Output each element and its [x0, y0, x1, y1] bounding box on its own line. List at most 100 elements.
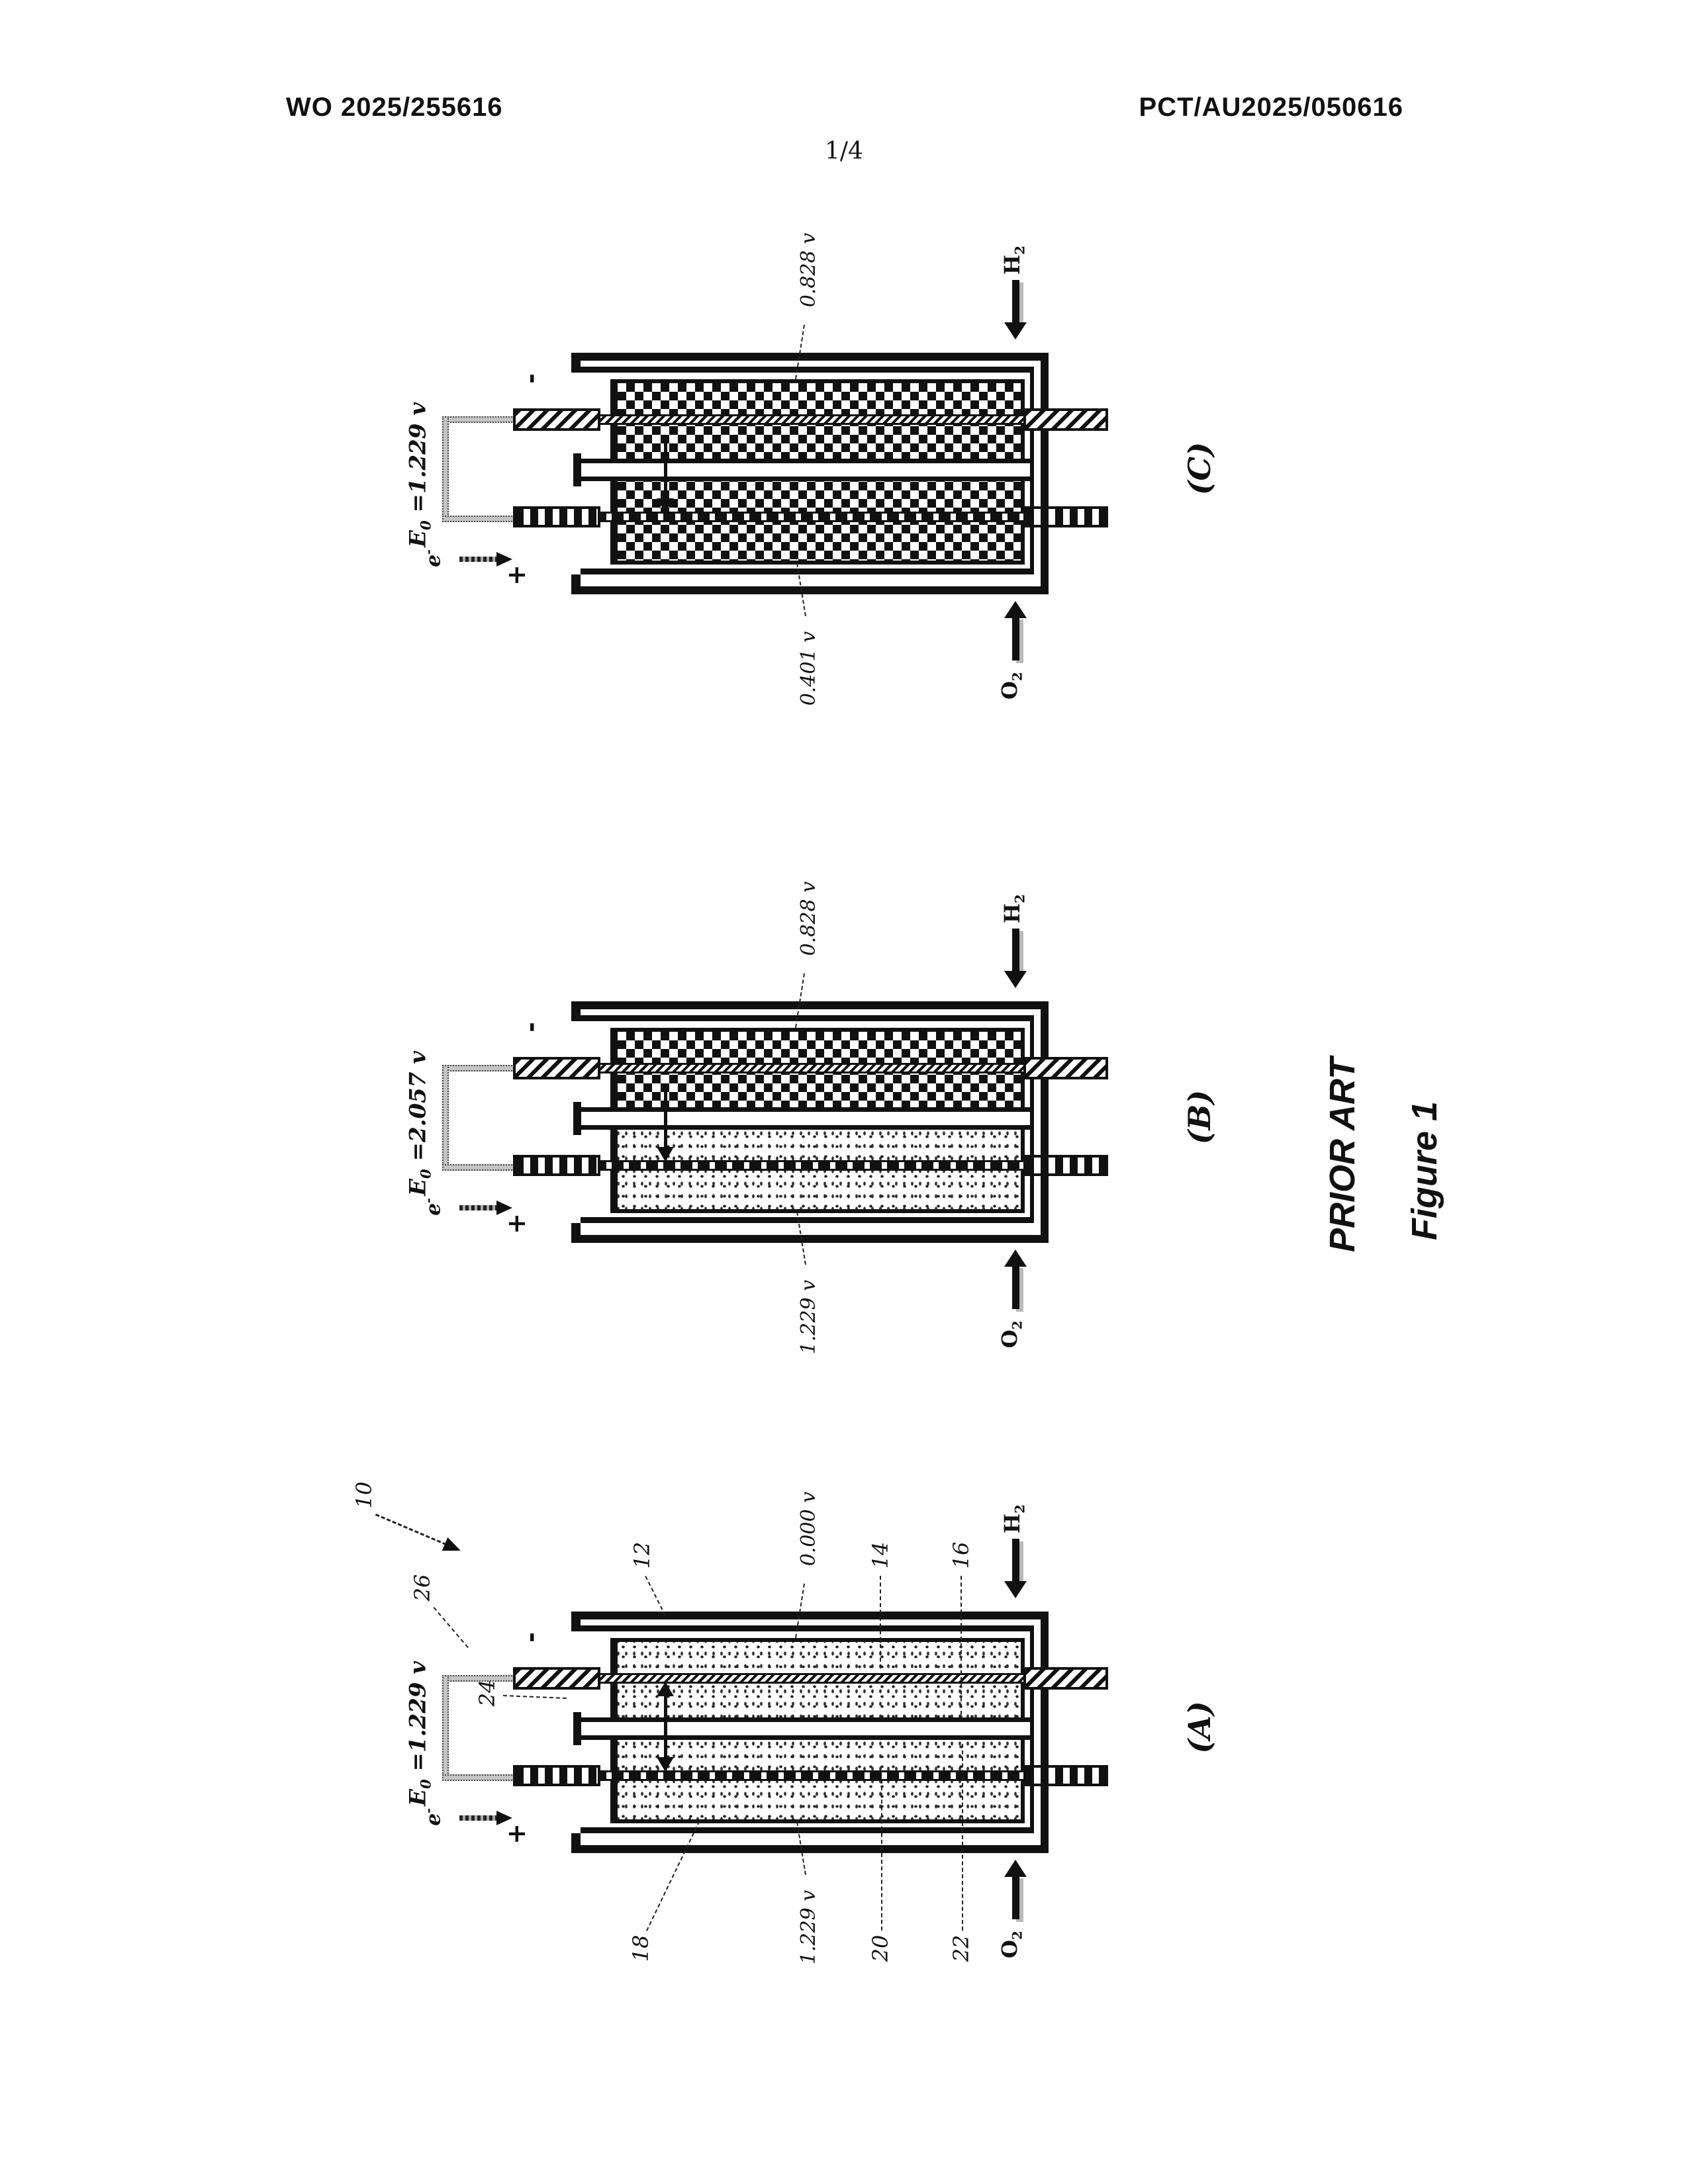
- oxygen-arrow-shaft: [1012, 617, 1019, 660]
- circuit-wire-left: [442, 1675, 449, 1781]
- cell-potential-label: E0 =1.229 v: [404, 402, 434, 547]
- lower-half-cell-voltage: 0.401 v: [797, 631, 820, 706]
- positive-sign: +: [502, 1213, 531, 1234]
- vessel-bottom-wall-cap: [571, 574, 581, 594]
- cathode-plate: [592, 414, 1030, 425]
- circuit-wire-bottom: [442, 516, 515, 522]
- membrane-top-line: [581, 1717, 1030, 1722]
- vessel-top-wall-outer: [571, 1001, 1049, 1009]
- upper-half-cell-voltage: 0.828 v: [797, 881, 820, 956]
- oxygen-arrow-shaft: [1012, 1265, 1019, 1309]
- cathode-plate: [592, 1063, 1030, 1073]
- anode-terminal-right: [1023, 1765, 1108, 1786]
- membrane-bottom-line: [581, 1735, 1030, 1740]
- upper-half-cell-voltage: 0.000 v: [797, 1491, 820, 1567]
- hydrogen-arrow-head: [1004, 971, 1027, 988]
- membrane-top-line: [581, 1107, 1030, 1112]
- cathode-terminal-right: [1023, 1057, 1108, 1079]
- hydrogen-arrow-shaft: [1012, 280, 1019, 324]
- vessel-top-wall-outer: [571, 1612, 1049, 1619]
- upper-half-cell-voltage: 0.828 v: [797, 232, 820, 308]
- ref-12-leader: [645, 1576, 666, 1616]
- electron-arrow-shaft: [459, 557, 496, 562]
- hydrogen-arrow-head: [1004, 1581, 1027, 1598]
- anode-plate: [592, 1160, 1030, 1171]
- hydrogen-arrow-shaft: [1012, 929, 1019, 972]
- oxygen-arrow-head: [1004, 601, 1027, 618]
- anode-terminal-left: [513, 1765, 600, 1786]
- publication-number: WO 2025/255616: [286, 93, 503, 122]
- lower-half-cell-voltage: 1.229 v: [797, 1279, 820, 1355]
- ref-12: 12: [630, 1541, 655, 1569]
- vessel-right-wall-outer: [1041, 353, 1049, 594]
- vessel-bottom-wall-outer: [571, 1845, 1049, 1853]
- oxygen-label: O2: [996, 1931, 1025, 1958]
- ref-22-leader: [962, 1744, 963, 1931]
- vessel-bottom-wall-cap: [571, 1833, 581, 1853]
- diagram-letter-label: (C): [1182, 441, 1217, 496]
- anode-terminal-right: [1023, 1155, 1108, 1176]
- vessel-bottom-wall-outer: [571, 1235, 1049, 1243]
- vessel-right-wall-outer: [1041, 1001, 1049, 1243]
- negative-sign: -: [516, 373, 545, 384]
- ref-22: 22: [949, 1934, 974, 1962]
- ref-20: 20: [868, 1934, 893, 1962]
- ref-14-leader: [880, 1576, 881, 1668]
- vessel-top-wall-cap: [571, 1001, 581, 1021]
- electrolyte-upper-region: [610, 1028, 1025, 1122]
- cathode-terminal-right: [1023, 408, 1108, 431]
- negative-sign: -: [516, 1632, 545, 1643]
- ref-18: 18: [628, 1934, 653, 1962]
- vessel-right-wall-inner: [1030, 367, 1034, 574]
- vessel-right-wall-inner: [1030, 1625, 1034, 1833]
- lower-half-cell-voltage: 1.229 v: [797, 1889, 820, 1965]
- membrane-end-cap: [573, 1102, 581, 1135]
- application-number: PCT/AU2025/050616: [1139, 93, 1403, 122]
- vessel-top-wall-outer: [571, 353, 1049, 361]
- ion-flow-arrow-shaft: [664, 437, 667, 500]
- electrolyte-upper-region: [610, 1638, 1025, 1732]
- electro-cell-diagram: H2 O2 e- - + 0.828 v 1.229 v E0 =2.057 v…: [0, 862, 1688, 1398]
- membrane-gap: [581, 463, 1030, 477]
- oxygen-arrow-shaft: [1012, 1876, 1019, 1919]
- vessel-top-wall-cap: [571, 353, 581, 373]
- positive-sign: +: [502, 565, 531, 586]
- vessel-right-wall-inner: [1030, 1015, 1034, 1223]
- membrane-bottom-line: [581, 477, 1030, 481]
- hydrogen-label: H2: [999, 894, 1028, 924]
- oxygen-arrow-head: [1004, 1250, 1027, 1267]
- ref-16: 16: [949, 1541, 974, 1569]
- cathode-terminal-left: [513, 408, 600, 431]
- negative-sign: -: [516, 1022, 545, 1032]
- circuit-wire-bottom: [442, 1164, 515, 1171]
- ref-14: 14: [868, 1541, 893, 1569]
- ion-flow-arrow-shaft: [664, 1086, 667, 1148]
- oxygen-arrow-head: [1004, 1860, 1027, 1877]
- ion-flow-arrowhead-down: [657, 1757, 674, 1772]
- electron-arrow-head: [496, 552, 512, 567]
- diagram-letter-label: (A): [1182, 1701, 1217, 1754]
- anode-terminal-left: [513, 1155, 600, 1176]
- cell-potential-label: E0 =1.229 v: [404, 1661, 434, 1806]
- membrane-gap: [581, 1722, 1030, 1735]
- cathode-terminal-right: [1023, 1667, 1108, 1690]
- vessel-right-wall-outer: [1041, 1612, 1049, 1853]
- hydrogen-arrow-shaft: [1012, 1539, 1019, 1582]
- electron-arrow-shaft: [459, 1815, 496, 1821]
- hydrogen-arrow-head: [1004, 322, 1027, 340]
- ref-18-leader: [646, 1821, 700, 1931]
- hydrogen-label: H2: [999, 246, 1028, 275]
- ref-10-arrowhead: [442, 1537, 464, 1558]
- ref-24-leader: [502, 1695, 567, 1700]
- membrane-top-line: [581, 459, 1030, 463]
- ref-26: 26: [410, 1574, 435, 1602]
- ref-10: 10: [352, 1481, 377, 1509]
- anode-plate: [592, 1770, 1030, 1781]
- vessel-bottom-wall-inner: [581, 1217, 1030, 1223]
- ref-26-leader: [433, 1607, 469, 1649]
- circuit-wire-left: [442, 416, 449, 522]
- vessel-top-wall-inner: [581, 367, 1030, 373]
- electrolyte-upper-region: [610, 379, 1025, 473]
- membrane-end-cap: [573, 1712, 581, 1745]
